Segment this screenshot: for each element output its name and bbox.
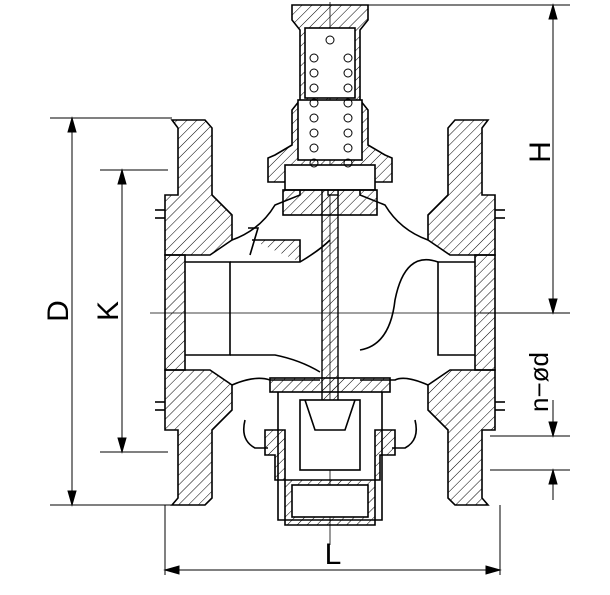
bonnet bbox=[267, 4, 393, 216]
dimension-label-d: D bbox=[42, 300, 75, 322]
bottom-cap bbox=[242, 377, 418, 526]
left-flange bbox=[155, 119, 233, 506]
dimension-lines bbox=[50, 3, 570, 575]
spring bbox=[309, 35, 353, 168]
right-flange bbox=[427, 119, 505, 506]
dimension-label-l: L bbox=[325, 538, 342, 571]
dimension-label-n-d: n−ød bbox=[524, 352, 554, 412]
dimension-label-h: H bbox=[524, 141, 557, 163]
dimension-label-k: K bbox=[92, 301, 125, 321]
